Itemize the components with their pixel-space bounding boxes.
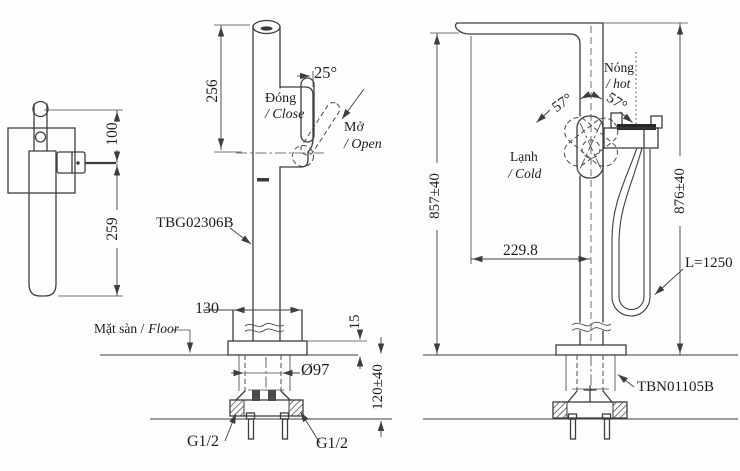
- label-hot-vi: Nóng: [604, 60, 634, 75]
- dim-base-width: 130: [195, 300, 219, 317]
- label-hot-en: / hot: [606, 76, 631, 91]
- dim-spout-reach: 229.8: [503, 242, 538, 259]
- label-open-vi: Mở: [344, 120, 364, 135]
- label-closed-vi: Đóng: [265, 91, 297, 106]
- label-open-en: / Open: [344, 137, 382, 152]
- label-cold-en: / Cold: [508, 166, 542, 181]
- dim-handle-top-height: 100: [103, 122, 121, 146]
- dim-handle-bottom-height: 259: [103, 217, 121, 241]
- thread-size-left: G1/2: [187, 433, 219, 450]
- model-label-faucet: TBG02306B: [156, 215, 234, 231]
- left-side-view: [7, 100, 123, 297]
- dim-hose-length: L=1250: [685, 255, 733, 271]
- model-label-mounting-post: TBN01105B: [637, 379, 714, 395]
- dim-outlet-height: 857±40: [427, 173, 444, 219]
- dim-plate-height: 15: [347, 314, 364, 330]
- dim-total-height: 876±40: [672, 168, 689, 214]
- dim-handle-angle: 25°: [314, 63, 338, 82]
- dim-spout-height: 256: [203, 79, 221, 103]
- front-view: [100, 19, 392, 444]
- thread-size-right: G1/2: [316, 435, 348, 452]
- label-cold-vi: Lạnh: [510, 149, 538, 164]
- label-closed-en: / Close: [265, 107, 305, 122]
- side-view-with-hand-shower: [423, 22, 738, 440]
- label-floor: Mặt sàn /Floor: [94, 321, 180, 336]
- label-floor-en: Floor: [148, 321, 180, 336]
- dim-below-floor-depth: 120±40: [370, 364, 387, 410]
- dim-hole-diameter: Ø97: [301, 360, 330, 379]
- label-floor-vi: Mặt sàn /: [94, 321, 145, 336]
